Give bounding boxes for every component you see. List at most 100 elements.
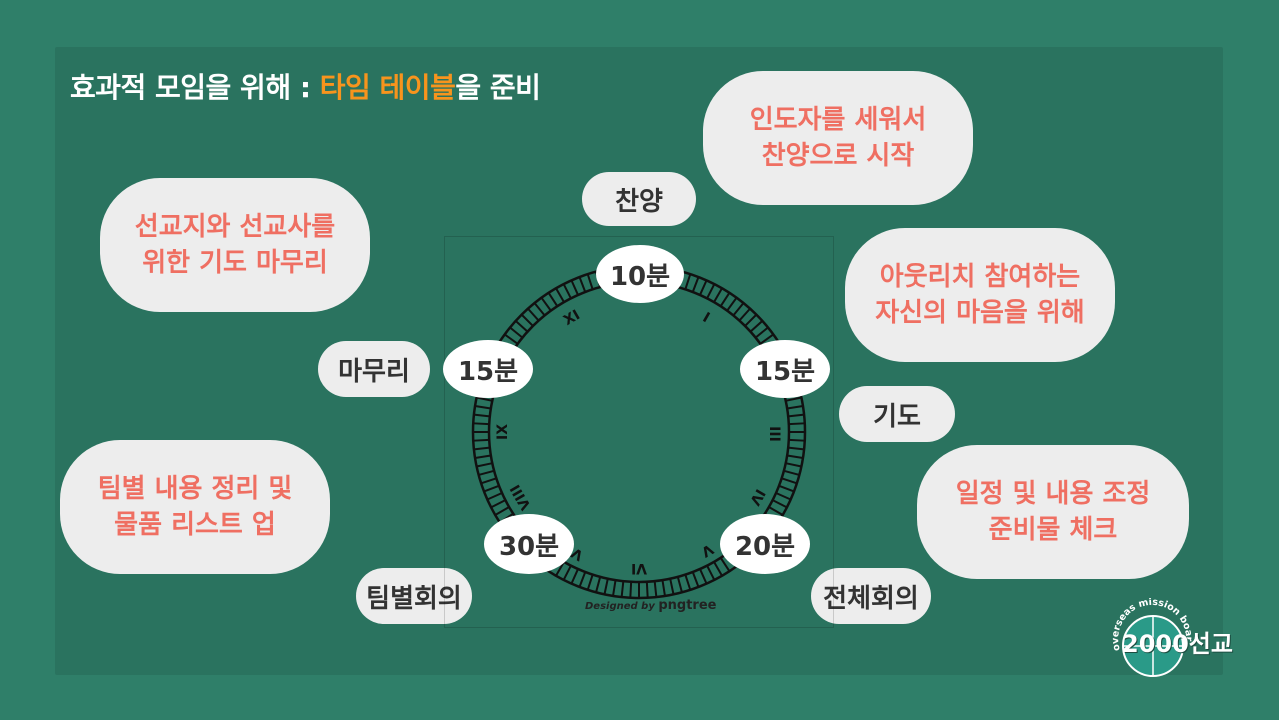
clock-tick [603,578,609,595]
numeral-v: V [698,540,716,559]
clock-tick [490,499,506,509]
clock-tick [514,320,529,333]
clock-tick [775,492,792,501]
clock-tick [706,565,716,581]
bubble-team-summary-text: 팀별 내용 정리 및 물품 리스트 업 [97,474,293,540]
numeral-i: I [700,310,713,326]
clock-tick [473,438,490,442]
numeral-iii: III [766,426,782,442]
bubble-team-summary: 팀별 내용 정리 및 물품 리스트 업 [60,440,330,574]
clock-tick [483,484,500,493]
clock-tick [527,307,540,322]
clock-tick [744,313,758,327]
clock-tick [785,462,802,468]
clock-tick [645,581,649,598]
clock-tick [786,405,804,410]
clock-tick [612,579,617,597]
clock-tick [555,287,565,303]
clock-tick [786,454,804,459]
logo-main-text: 2000선교 [1122,630,1233,658]
clock-tick [788,413,805,418]
slide-title: 효과적 모임을 위해 : 타임 테이블을 준비 [70,66,541,106]
clock-tick [474,454,492,459]
bubble-team-meeting: 팀별회의 [356,568,472,624]
bubble-praise: 찬양 [582,172,696,226]
bubble-leader-text: 인도자를 세워서 찬양으로 시작 [749,105,927,171]
bubble-outreach: 아웃리치 참여하는 자신의 마음을 위해 [845,228,1115,362]
clock-tick [788,446,805,451]
clock-tick [676,576,683,593]
oval-bottom-left-text: 30분 [498,531,560,562]
oval-bottom-right-text: 20분 [734,531,796,562]
numeral-viii: VIII [507,482,534,513]
clock-tick [749,320,764,333]
clock-tick [555,561,565,577]
oval-bottom-right-20min: 20분 [720,514,810,574]
oval-left-text: 15분 [457,356,519,387]
clock-tick [691,571,700,588]
bubble-whole-meeting-text: 전체회의 [823,583,919,614]
clock-tick [759,333,774,345]
oval-top-text: 10분 [609,261,671,292]
title-suffix: 을 준비 [455,71,541,104]
clock-tick [562,283,572,299]
clock-tick [509,326,524,339]
pngtree-credit: Designed by pngtree [585,598,716,613]
clock-tick [595,576,602,593]
clock-tick [620,581,625,598]
bubble-leader: 인도자를 세워서 찬양으로 시작 [703,71,973,205]
numeral-ix: IX [495,424,511,440]
bubble-praise-text: 찬양 [615,186,663,217]
clock-tick [504,333,519,345]
bubble-closing: 마무리 [318,341,430,397]
clock-tick [486,492,503,501]
clock-tick [732,302,745,317]
clock-tick [719,557,731,572]
clock-tick [691,276,700,293]
clock-tick [533,302,546,317]
clock-tick [480,477,497,485]
clock-tick [473,413,490,418]
numeral-iv: IV [746,486,768,508]
clock-tick [699,568,708,585]
clock-tick [586,574,594,591]
title-accent: 타임 테이블 [319,71,456,104]
clock-tick [578,276,587,293]
oval-left-15min: 15분 [443,340,533,398]
bubble-prayer: 기도 [839,386,955,442]
bubble-outreach-text: 아웃리치 참여하는 자신의 마음을 위해 [875,262,1085,328]
clock-tick [474,405,492,410]
bubble-mission-prayer-text: 선교지와 선교사를 위한 기도 마무리 [134,212,336,278]
clock-tick [781,477,798,485]
bubble-mission-prayer: 선교지와 선교사를 위한 기도 마무리 [100,178,370,312]
clock-tick [547,292,559,307]
bubble-whole-meeting: 전체회의 [811,568,931,624]
clock-tick [540,297,552,312]
clock-tick [783,469,800,476]
clock-tick [684,574,692,591]
clock-tick [788,422,805,426]
oval-top-10min: 10분 [596,245,684,303]
clock-tick [754,326,769,339]
clock-tick [713,561,723,577]
clock-tick [661,579,666,597]
bubble-closing-text: 마무리 [338,356,410,387]
clock-tick [473,446,490,451]
clock-tick [476,396,493,402]
clock-tick [494,506,510,516]
oval-right-text: 15분 [754,356,816,387]
clock-tick [476,462,493,468]
oval-bottom-left-30min: 30분 [484,514,574,574]
clock-tick [570,279,579,296]
clock-tick [738,307,751,322]
bubble-adjust: 일정 및 내용 조정 준비물 체크 [917,445,1189,579]
clock-tick [629,581,633,598]
clock-tick [726,297,738,312]
numeral-xi: XI [561,307,583,329]
clock-tick [578,571,587,588]
clock-tick [669,578,675,595]
clock-tick [706,283,716,299]
clock-tick [570,568,579,585]
clock-tick [478,469,495,476]
clock-tick [778,484,795,493]
